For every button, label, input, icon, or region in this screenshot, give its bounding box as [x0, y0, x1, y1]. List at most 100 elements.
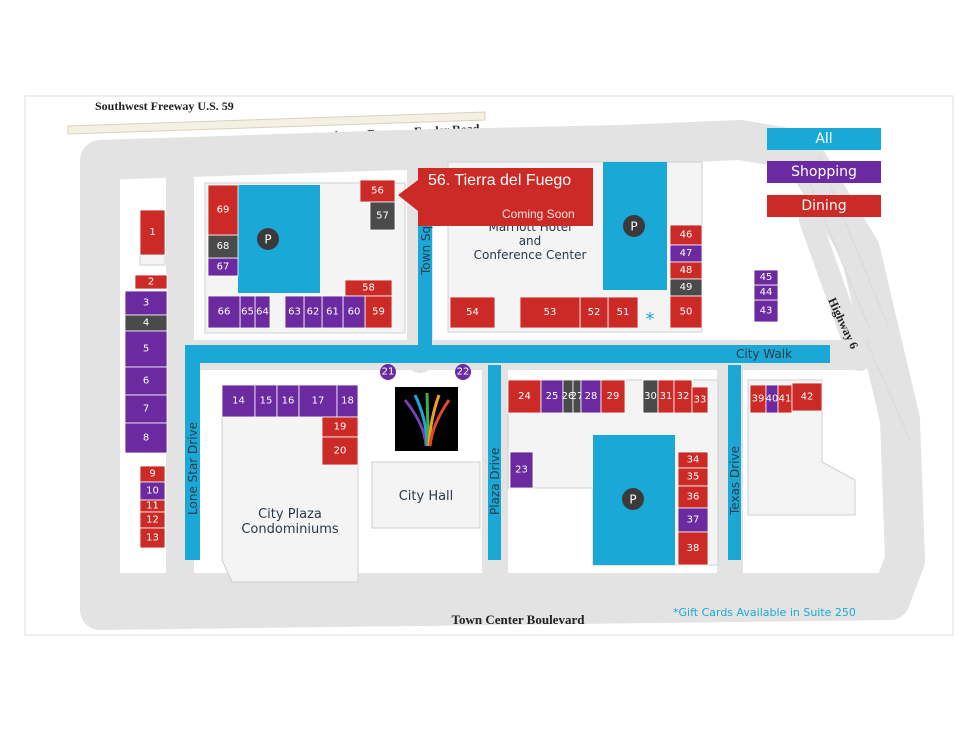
suite-32[interactable]: 32: [673, 379, 693, 414]
suite-29[interactable]: 29: [600, 379, 626, 414]
suite-11[interactable]: 11: [139, 499, 166, 513]
suite-3[interactable]: 3: [124, 290, 168, 316]
suite-block[interactable]: [791, 382, 823, 412]
suite-block[interactable]: [298, 384, 338, 418]
legend-shopping-button[interactable]: Shopping: [767, 161, 881, 183]
legend-all-button[interactable]: All: [767, 128, 881, 150]
suite-41[interactable]: 41: [777, 384, 793, 414]
suite-65[interactable]: 65: [239, 295, 256, 329]
suite-34[interactable]: 34: [677, 451, 709, 469]
suite-51[interactable]: 51: [607, 296, 639, 329]
suite-36[interactable]: 36: [677, 485, 709, 509]
suite-43[interactable]: 43: [753, 299, 779, 323]
suite-block[interactable]: [691, 386, 709, 414]
suite-marker[interactable]: [380, 364, 396, 380]
suite-block[interactable]: [509, 451, 534, 489]
suite-block[interactable]: [284, 295, 305, 329]
suite-25[interactable]: 25: [540, 379, 564, 414]
suite-block[interactable]: [139, 209, 166, 256]
suite-56[interactable]: 56: [359, 179, 396, 203]
suite-24[interactable]: 24: [507, 379, 542, 414]
suite-block[interactable]: [124, 422, 168, 454]
legend-dining-button[interactable]: Dining: [767, 195, 881, 217]
suite-block[interactable]: [364, 295, 393, 329]
suite-28[interactable]: 28: [580, 379, 602, 414]
suite-block[interactable]: [139, 527, 166, 549]
suite-block[interactable]: [677, 531, 709, 566]
suite-35[interactable]: 35: [677, 467, 709, 487]
suite-12[interactable]: 12: [139, 511, 166, 529]
suite-46[interactable]: 46: [669, 224, 703, 246]
suite-31[interactable]: 31: [657, 379, 675, 414]
suite-21[interactable]: 21: [380, 364, 396, 380]
suite-48[interactable]: 48: [669, 261, 703, 280]
suite-17[interactable]: 17: [298, 384, 338, 418]
suite-15[interactable]: 15: [254, 384, 278, 418]
suite-block[interactable]: [221, 384, 256, 418]
suite-64[interactable]: 64: [254, 295, 271, 329]
suite-block[interactable]: [579, 296, 609, 329]
suite-52[interactable]: 52: [579, 296, 609, 329]
suite-block[interactable]: [134, 274, 168, 290]
suite-33[interactable]: 33: [691, 386, 709, 414]
suite-62[interactable]: 62: [303, 295, 323, 329]
suite-number: 62: [307, 307, 320, 318]
suite-block[interactable]: [207, 295, 241, 329]
suite-block[interactable]: [207, 184, 239, 236]
suite-block[interactable]: [369, 201, 396, 231]
suite-block[interactable]: [677, 507, 709, 533]
suite-block[interactable]: [124, 394, 168, 424]
suite-16[interactable]: 16: [276, 384, 300, 418]
suite-block[interactable]: [669, 295, 703, 329]
suite-8[interactable]: 8: [124, 422, 168, 454]
suite-30[interactable]: 30: [642, 379, 659, 414]
suite-23[interactable]: 23: [509, 451, 534, 489]
suite-60[interactable]: 60: [342, 295, 366, 329]
suite-45[interactable]: 45: [753, 269, 779, 286]
suite-54[interactable]: 54: [449, 296, 496, 329]
suite-47[interactable]: 47: [669, 244, 703, 263]
suite-66[interactable]: 66: [207, 295, 241, 329]
suite-9[interactable]: 9: [139, 465, 166, 483]
suite-39[interactable]: 39: [749, 384, 767, 414]
suite-5[interactable]: 5: [124, 330, 168, 368]
suite-67[interactable]: 67: [207, 257, 239, 277]
suite-marker[interactable]: [455, 364, 471, 380]
suite-68[interactable]: 68: [207, 234, 239, 259]
suite-42[interactable]: 42: [791, 382, 823, 412]
suite-block[interactable]: [507, 379, 542, 414]
suite-block[interactable]: [519, 296, 581, 329]
suite-59[interactable]: 59: [364, 295, 393, 329]
suite-40[interactable]: 40: [765, 384, 779, 414]
suite-38[interactable]: 38: [677, 531, 709, 566]
suite-50[interactable]: 50: [669, 295, 703, 329]
suite-61[interactable]: 61: [321, 295, 344, 329]
suite-14[interactable]: 14: [221, 384, 256, 418]
suite-7[interactable]: 7: [124, 394, 168, 424]
suite-69[interactable]: 69: [207, 184, 239, 236]
suite-58[interactable]: 58: [344, 279, 393, 297]
suite-6[interactable]: 6: [124, 366, 168, 396]
suite-18[interactable]: 18: [336, 384, 359, 418]
suite-block[interactable]: [124, 290, 168, 316]
suite-44[interactable]: 44: [753, 284, 779, 301]
suite-37[interactable]: 37: [677, 507, 709, 533]
suite-57[interactable]: 57: [369, 201, 396, 231]
suite-block[interactable]: [124, 330, 168, 368]
suite-13[interactable]: 13: [139, 527, 166, 549]
suite-block[interactable]: [600, 379, 626, 414]
suite-20[interactable]: 20: [321, 436, 359, 466]
suite-19[interactable]: 19: [321, 416, 359, 438]
suite-block[interactable]: [607, 296, 639, 329]
suite-block[interactable]: [753, 269, 779, 286]
suite-4[interactable]: 4: [124, 314, 168, 332]
suite-10[interactable]: 10: [139, 481, 166, 501]
suite-49[interactable]: 49: [669, 278, 703, 297]
suite-63[interactable]: 63: [284, 295, 305, 329]
suite-block[interactable]: [321, 436, 359, 466]
suite-53[interactable]: 53: [519, 296, 581, 329]
suite-22[interactable]: 22: [455, 364, 471, 380]
suite-1[interactable]: 1: [139, 209, 166, 256]
suite-2[interactable]: 2: [134, 274, 168, 290]
suite-block[interactable]: [449, 296, 496, 329]
